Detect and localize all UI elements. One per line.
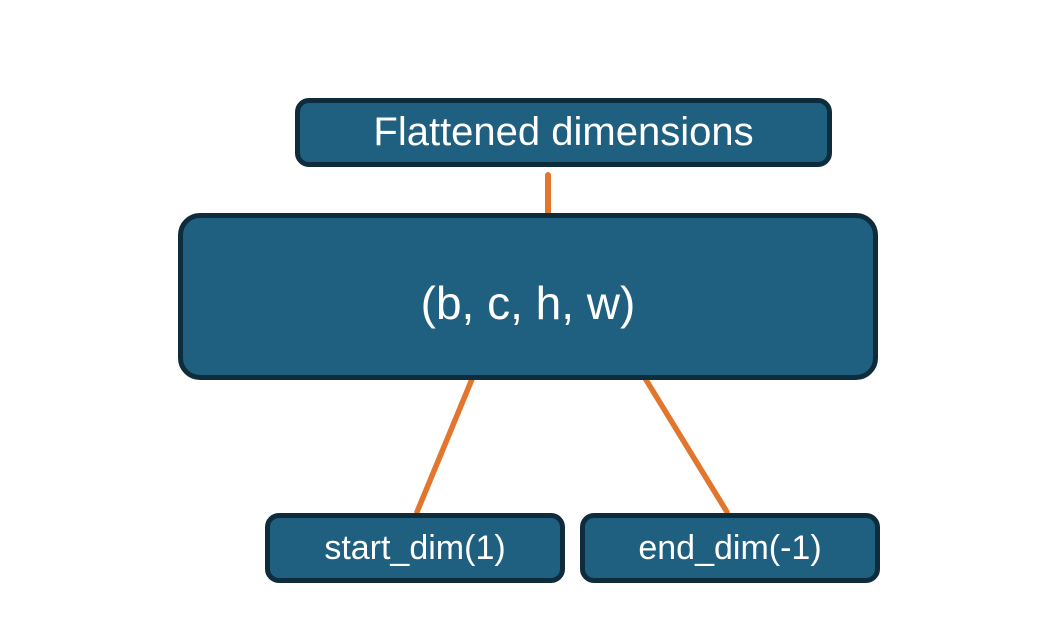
node-flattened-dimensions: Flattened dimensions [295,98,832,167]
node-end-dim: end_dim(-1) [580,513,880,583]
node-tensor-shape: (b, c, h, w) [178,213,878,380]
end-dim-label: end_dim(-1) [638,528,822,567]
flattened-dimensions-label: Flattened dimensions [373,110,754,154]
start-dim-label: start_dim(1) [324,528,506,567]
tensor-shape-label: (b, c, h, w) [420,276,636,329]
node-start-dim: start_dim(1) [265,513,565,583]
